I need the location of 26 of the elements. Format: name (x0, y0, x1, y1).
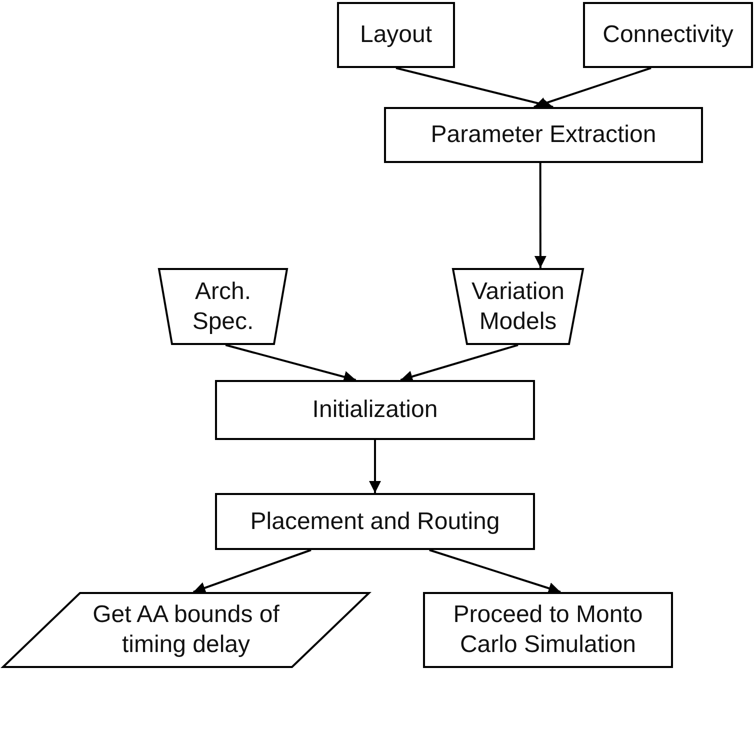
process-box (215, 493, 535, 550)
node-label: Variation Models (471, 276, 565, 336)
input-box (337, 2, 455, 68)
node-label: Initialization (312, 395, 438, 425)
node-label: Proceed to Monto Carlo Simulation (452, 600, 644, 660)
manual-input-shape (452, 268, 584, 345)
arrow (369, 440, 381, 493)
node-label: Placement and Routing (250, 506, 500, 536)
arrow (429, 549, 561, 594)
manual-input-shape (158, 268, 288, 345)
arrow (193, 549, 312, 594)
node-label: Connectivity (602, 20, 734, 50)
data-parallelogram (2, 592, 370, 668)
input-box (583, 2, 753, 68)
process-box (423, 592, 673, 668)
process-box (384, 107, 703, 163)
arrow (396, 67, 554, 110)
arrow (534, 163, 546, 268)
node-label: Layout (360, 20, 432, 50)
arrow (534, 67, 652, 109)
arrow (225, 344, 356, 383)
arrow (400, 344, 518, 382)
node-label: Arch. Spec. (191, 276, 255, 336)
node-label: Parameter Extraction (430, 120, 656, 150)
node-label: Get AA bounds of timing delay (92, 600, 280, 660)
process-box (215, 380, 535, 440)
